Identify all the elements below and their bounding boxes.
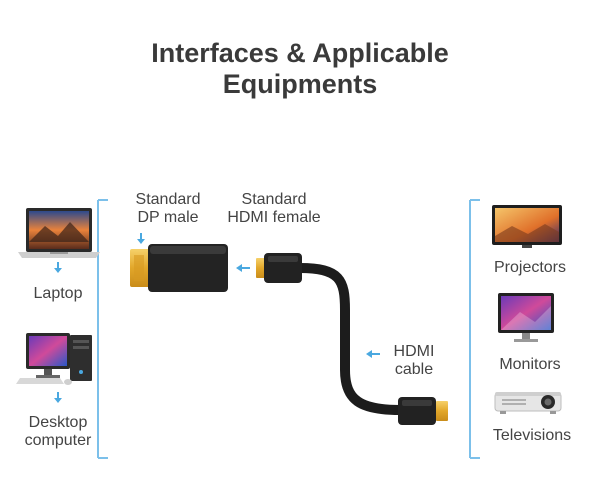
monitors-icon [498,293,554,342]
hdmi-female-label-line-1: Standard [241,191,307,208]
desktop-label-line-2: computer [24,432,92,449]
hdmi-cable-label-line-1: HDMI [393,343,435,360]
desktop-label-line-1: Desktop [28,414,88,431]
desktop-arrow-icon [54,392,62,403]
hdmi-female-label-line-2: HDMI female [227,209,321,226]
televisions-icon [494,392,562,414]
title-line-2: Equipments [222,69,378,99]
hdmi-cable [256,253,448,425]
page-title: Interfaces & Applicable Equipments [0,38,600,100]
dp-arrow-icon [137,233,145,244]
hdmi-cable-label-line-2: cable [394,361,434,378]
monitors-label: Monitors [499,356,561,373]
hdmi-female-arrow-icon [236,264,250,272]
projectors-icon [492,205,562,248]
left-bracket [97,199,108,459]
hdmi-cable-arrow-icon [366,350,380,358]
projectors-label: Projectors [493,259,567,276]
desktop-computer-label: Desktop computer [8,414,108,450]
title-line-1: Interfaces & Applicable [151,38,449,68]
dp-label-line-1: Standard [135,191,201,208]
desktop-computer-icon [16,333,92,385]
laptop-arrow-icon [54,262,62,273]
dp-male-label: Standard DP male [122,191,214,227]
right-bracket [469,199,480,459]
dp-male-connector [130,244,228,292]
laptop-icon [18,208,100,258]
televisions-label: Televisions [492,427,572,444]
hdmi-female-label: Standard HDMI female [218,191,330,227]
dp-label-line-2: DP male [137,209,199,226]
laptop-label: Laptop [33,285,83,302]
hdmi-cable-label: HDMI cable [382,343,446,379]
